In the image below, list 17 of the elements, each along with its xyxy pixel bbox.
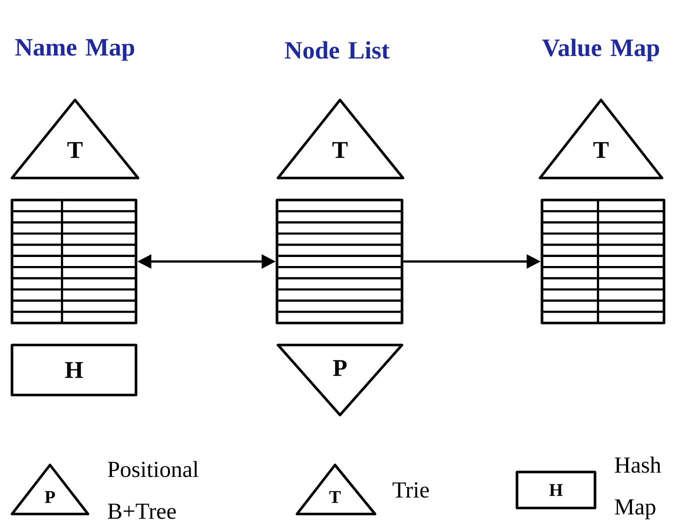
trie-triangle: T (538, 98, 664, 180)
hash-map-box: H (10, 344, 138, 396)
trie-triangle: T (296, 464, 376, 516)
table-grid (540, 198, 666, 324)
trie-triangle: T (276, 98, 404, 180)
column-title: Name Map (15, 39, 134, 61)
positional-tree-triangle: P (276, 344, 404, 416)
trie-triangle: T (10, 98, 140, 180)
legend-text: Trie (392, 482, 429, 498)
legend-text: Positional B+Tree (108, 461, 198, 519)
legend-text: Hash Map (614, 456, 661, 520)
column-title: Node List (284, 41, 390, 59)
hash-map-box: H (516, 470, 596, 510)
table-grid (276, 198, 404, 324)
column-title: Value Map (542, 38, 660, 62)
trie-triangle: P (10, 464, 90, 516)
table-grid (10, 198, 138, 324)
